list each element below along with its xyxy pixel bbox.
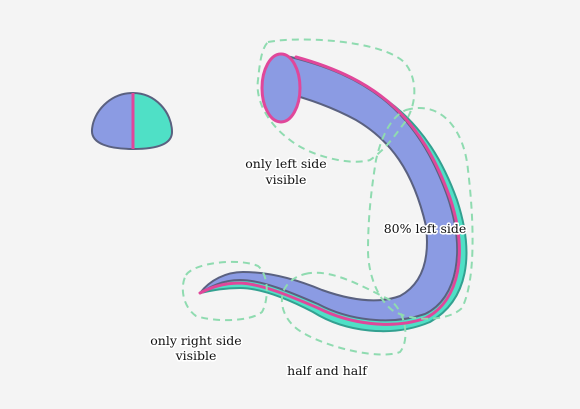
label-eighty-left: 80% left side xyxy=(384,221,467,236)
region-only-right xyxy=(181,260,268,322)
tube xyxy=(198,52,468,333)
cross-section xyxy=(90,91,174,151)
region-eighty-left xyxy=(366,107,474,320)
labels: only left side visible 80% left side onl… xyxy=(149,154,468,379)
label-only-right-line1: only right side xyxy=(150,333,241,348)
label-only-right-line2: visible xyxy=(175,348,217,363)
tube-left-side xyxy=(199,54,459,322)
label-only-left-line1: only left side xyxy=(245,156,326,171)
label-only-left-line2: visible xyxy=(265,172,307,187)
label-half-and-half: half and half xyxy=(287,363,368,378)
region-half-and-half xyxy=(280,271,407,356)
region-only-left xyxy=(256,38,416,163)
visibility-regions xyxy=(181,38,474,356)
tube-opening xyxy=(260,52,302,124)
